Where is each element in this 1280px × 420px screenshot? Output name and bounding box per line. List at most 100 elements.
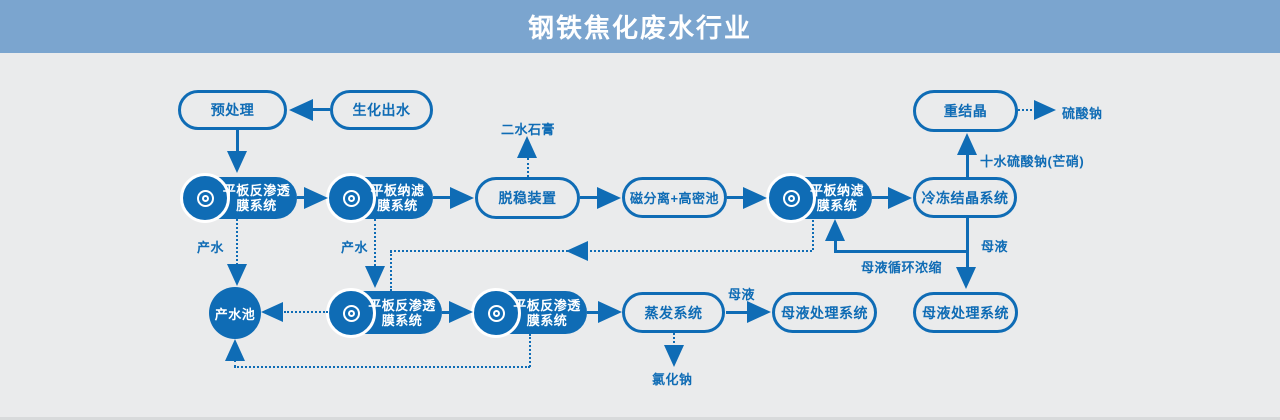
node-evaporation: 蒸发系统	[622, 292, 725, 333]
flow-label-glauber-salt: 十水硫酸钠(芒硝)	[980, 154, 1085, 169]
node-label: 重结晶	[943, 103, 988, 119]
arrowhead-evap-to-mla	[747, 301, 771, 323]
node-ro-membrane-row3a: 平板反渗透膜系统	[326, 288, 442, 338]
dotted-loop-vertical-right	[529, 334, 531, 367]
dotted-loop-horizontal	[234, 366, 530, 368]
flow-label-product-water-a: 产水	[197, 240, 225, 255]
arrowhead-freeze-to-recryst	[957, 133, 977, 155]
arrow-shaft-ro3a-to-ro3b	[442, 311, 452, 314]
membrane-disc-icon	[326, 288, 376, 338]
disc-ring	[196, 189, 214, 207]
flow-label-mother-liquor-evap: 母液	[728, 287, 756, 302]
dotted-line-recryst-to-sulfate	[1018, 109, 1036, 111]
arrowhead-ro3a-to-pool	[261, 302, 283, 322]
node-label: 母液处理系统	[781, 304, 868, 321]
arrow-shaft-freeze-to-recryst	[966, 154, 969, 177]
disc-ring	[782, 189, 800, 207]
page-title: 钢铁焦化废水行业	[527, 13, 752, 43]
dotted-loop-vertical-left	[234, 360, 236, 367]
dotted-line-destab-to-gypsum	[527, 158, 529, 177]
node-label: 磁分离+高密池	[629, 191, 720, 206]
recycle-branch-horizontal	[834, 250, 968, 253]
dotted-line-productwater-b	[374, 219, 376, 266]
arrowhead-dotted-return-left	[566, 241, 588, 261]
arrow-shaft-nf-to-destab	[433, 196, 453, 199]
node-ro-membrane-row3b: 平板反渗透膜系统	[471, 288, 587, 338]
dotted-line-ro3a-to-pool	[284, 311, 328, 313]
disc-core	[787, 194, 795, 202]
node-label-line2: 膜系统	[816, 198, 858, 213]
arrow-shaft-magsep-to-nf2	[727, 196, 745, 199]
node-label-line2: 膜系统	[236, 198, 277, 213]
node-label: 蒸发系统	[644, 304, 703, 321]
arrow-shaft-destab-to-magsep	[580, 196, 600, 199]
arrow-shaft-bio-to-pretreatment	[313, 108, 330, 111]
arrowhead-loop-to-pool	[225, 339, 245, 361]
arrowhead-ro3b-to-evap	[598, 301, 622, 323]
node-label: 产水池	[214, 306, 256, 322]
disc-core	[347, 309, 355, 317]
node-label-line2: 膜系统	[526, 312, 568, 328]
node-label-line1: 平板反渗透	[513, 297, 581, 313]
arrowhead-ro3a-to-ro3b	[449, 301, 473, 323]
arrow-shaft-pretreatment-down	[236, 130, 239, 152]
flow-label-sodium-sulfate: 硫酸钠	[1062, 106, 1103, 121]
node-recrystallization: 重结晶	[913, 90, 1018, 132]
arrow-shaft-ro3b-to-evap	[587, 311, 601, 314]
node-nf-membrane-row2b: 平板纳滤膜系统	[766, 173, 872, 223]
arrowhead-recryst-to-sulfate	[1034, 100, 1056, 120]
flow-label-gypsum: 二水石膏	[501, 122, 556, 137]
disc-ring	[342, 189, 360, 207]
node-label: 预处理	[210, 102, 255, 118]
node-bio-effluent: 生化出水	[330, 90, 433, 130]
node-label: 生化出水	[352, 102, 411, 118]
node-label-line1: 平板纳滤	[809, 183, 864, 198]
arrowhead-destab-to-gypsum	[517, 136, 537, 158]
disc-ring	[342, 304, 360, 322]
node-label-line1: 平板反渗透	[222, 183, 291, 198]
arrow-shaft-evap-to-mla	[726, 311, 748, 314]
node-label-line1: 平板反渗透	[368, 297, 436, 313]
node-ml-treatment-b: 母液处理系统	[913, 292, 1018, 333]
flow-label-mother-liquor-recycle: 母液循环浓缩	[861, 260, 943, 275]
arrowhead-bio-to-pretreatment	[289, 99, 313, 121]
dotted-return-vertical-left	[390, 251, 392, 291]
recycle-branch-vertical	[834, 240, 837, 253]
disc-core	[201, 194, 209, 202]
arrowhead-nf-to-destab	[450, 187, 474, 209]
dotted-line-evap-to-nacl	[673, 333, 675, 347]
node-ml-treatment-a: 母液处理系统	[772, 292, 877, 333]
flow-label-mother-liquor-down: 母液	[981, 239, 1009, 254]
arrowhead-destab-to-magsep	[597, 187, 621, 209]
dotted-return-horizontal	[390, 250, 812, 252]
node-label: 脱稳装置	[498, 190, 557, 206]
node-label-line2: 膜系统	[377, 198, 418, 213]
node-product-water-pool: 产水池	[209, 287, 261, 339]
arrow-shaft-freeze-down	[966, 218, 969, 268]
title-bar: 钢铁焦化废水行业	[0, 0, 1280, 53]
disc-core	[347, 194, 355, 202]
arrowhead-freeze-to-mlb	[956, 267, 976, 289]
arrowhead-pretreatment-down	[227, 151, 247, 173]
node-ro-membrane-row2: 平板反渗透膜系统	[180, 173, 297, 223]
node-label: 母液处理系统	[922, 304, 1009, 321]
node-pretreatment: 预处理	[178, 90, 287, 130]
flow-label-sodium-chloride: 氯化钠	[652, 372, 693, 387]
membrane-disc-icon	[180, 173, 230, 223]
disc-ring	[487, 304, 505, 322]
dotted-line-productwater-a	[236, 219, 238, 265]
arrowhead-ro-to-nf	[304, 187, 328, 209]
disc-core	[492, 309, 500, 317]
flow-label-product-water-b: 产水	[341, 240, 369, 255]
arrow-shaft-ro-to-nf	[297, 196, 307, 199]
node-label-line2: 膜系统	[381, 312, 423, 328]
node-freeze-crystallization: 冷冻结晶系统	[913, 177, 1017, 218]
arrowhead-recycle-to-nf2	[825, 219, 845, 241]
node-label-line1: 平板纳滤	[370, 183, 425, 198]
bottom-divider	[0, 417, 1280, 420]
node-magnetic-separation: 磁分离+高密池	[622, 177, 727, 218]
node-nf-membrane-row2a: 平板纳滤膜系统	[326, 173, 433, 223]
arrowhead-magsep-to-nf2	[743, 187, 767, 209]
membrane-disc-icon	[766, 173, 816, 223]
